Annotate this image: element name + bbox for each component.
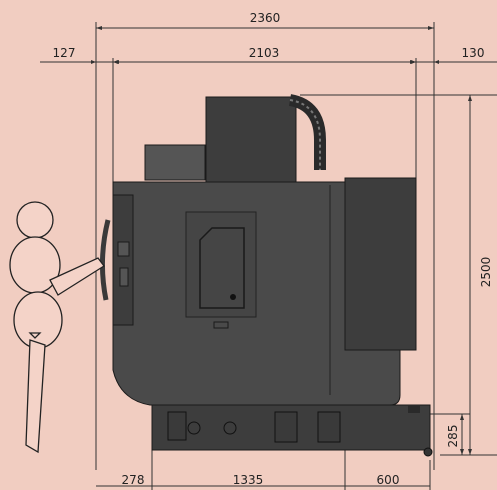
figure-head <box>16 201 54 239</box>
human-figure <box>9 201 105 454</box>
figure-hips <box>13 291 63 349</box>
door-window <box>199 227 245 309</box>
figure-arm <box>49 257 105 296</box>
dim-right-offset: 130 <box>462 46 485 60</box>
dim-height: 2500 <box>479 257 493 288</box>
rear-cabinet <box>344 177 417 351</box>
caster-wheel <box>423 447 433 457</box>
dim-inner-length: 2103 <box>249 46 280 60</box>
dim-overall-length: 2360 <box>250 11 281 25</box>
figure-leg <box>25 339 46 454</box>
control-box <box>117 241 130 257</box>
control-switch <box>119 267 129 287</box>
top-cover <box>144 144 206 181</box>
spindle-column <box>205 96 297 183</box>
dim-bottom-left: 278 <box>122 473 145 487</box>
dim-bottom-right: 600 <box>377 473 400 487</box>
dim-left-offset: 127 <box>53 46 76 60</box>
door-handle <box>213 321 229 329</box>
control-arm <box>99 219 111 301</box>
machine-body <box>99 94 433 457</box>
dim-bottom-middle: 1335 <box>233 473 264 487</box>
dim-base-height: 285 <box>446 425 460 448</box>
front-panel <box>112 194 134 326</box>
